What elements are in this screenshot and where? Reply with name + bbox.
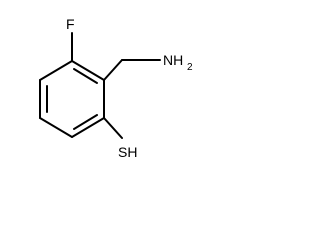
ring-double-bond-inner-top xyxy=(73,68,98,84)
ring-bond-c6-c1 xyxy=(71,60,105,81)
bond-c6-ch2 xyxy=(103,59,123,81)
fluorine-label: F xyxy=(66,16,75,32)
ring-bond-c1-c2 xyxy=(39,60,73,81)
bond-c5-s xyxy=(103,117,123,139)
thiol-label: SH xyxy=(118,144,137,160)
amine-subscript: 2 xyxy=(187,62,193,73)
ring-bond-c3-c4 xyxy=(39,117,73,138)
structure-diagram: F NH 2 SH xyxy=(39,16,193,160)
ring-double-bond-inner-bottom xyxy=(73,114,98,130)
amine-label: NH xyxy=(163,52,183,68)
ring-bond-c4-c5 xyxy=(71,117,105,138)
